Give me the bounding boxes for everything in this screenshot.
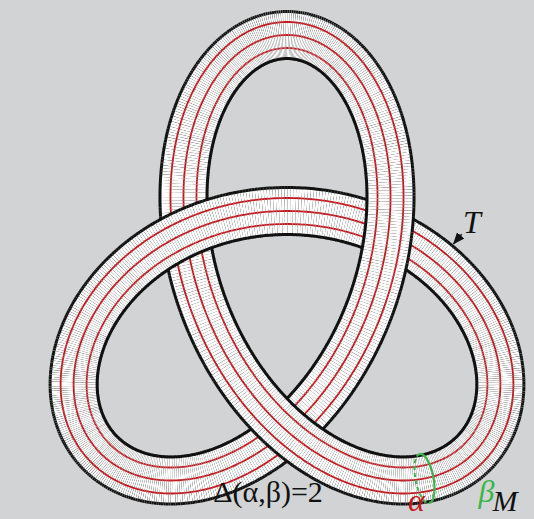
leader-arrow (454, 234, 462, 243)
knot-tube (61, 22, 514, 494)
manifold-label: M (493, 486, 518, 516)
curve-label: β (479, 475, 495, 507)
curve-label: α (408, 484, 425, 516)
formula-label: Δ(α,β)=2 (213, 477, 323, 507)
surface-label: T (463, 206, 481, 238)
